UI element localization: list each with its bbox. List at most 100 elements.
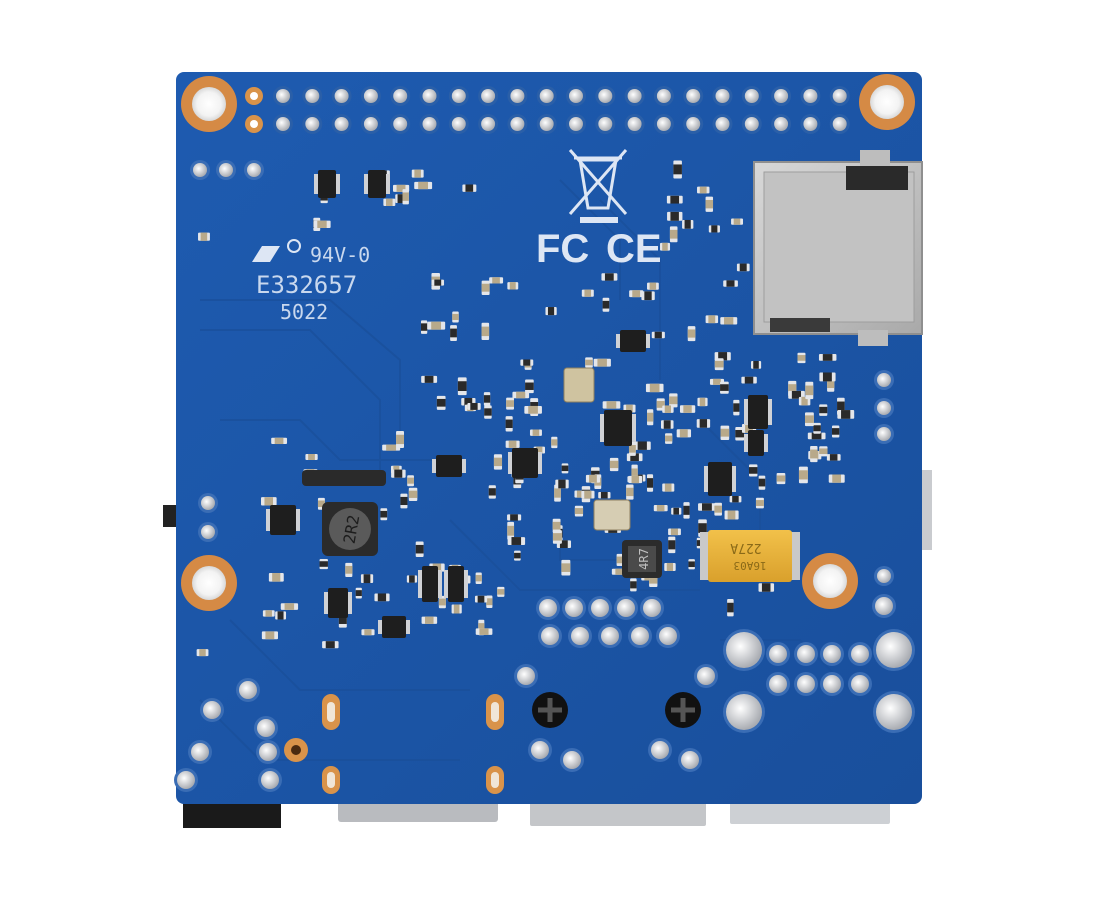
solder-joint — [876, 694, 912, 730]
smd-capacitor — [827, 379, 835, 389]
smd-capacitor — [265, 631, 275, 640]
smd-resistor — [630, 581, 637, 589]
smd-resistor — [397, 194, 404, 204]
smd-capacitor — [699, 186, 707, 194]
inductor-2r2-label: 2R2 — [340, 513, 364, 545]
gpio-pin — [334, 117, 349, 131]
smd-resistor — [483, 395, 491, 403]
smd-resistor — [470, 402, 478, 410]
smd-resistor — [819, 406, 828, 414]
smd-resistor — [654, 331, 662, 339]
smd-resistor — [547, 307, 555, 316]
gpio-pin — [276, 117, 290, 131]
capacitor-code-label: 227A — [730, 540, 761, 555]
smd-resistor — [699, 419, 708, 428]
smd-capacitor — [788, 384, 797, 393]
smd-capacitor — [714, 360, 724, 368]
smd-capacitor — [554, 488, 561, 498]
smd-resistor — [735, 430, 745, 438]
smd-capacitor — [385, 198, 393, 206]
smd-capacitor — [805, 385, 814, 396]
smd-capacitor — [364, 629, 372, 636]
smd-resistor — [727, 602, 734, 613]
smd-resistor — [718, 352, 728, 361]
ic-chip — [748, 430, 764, 456]
gpio-pin — [422, 117, 437, 131]
smd-resistor — [670, 195, 680, 204]
smd-capacitor — [431, 321, 442, 330]
gpio-pin — [832, 117, 847, 131]
smd-capacitor — [585, 359, 593, 366]
smd-capacitor — [284, 603, 295, 610]
smd-capacitor — [497, 589, 505, 595]
smd-capacitor — [724, 317, 734, 325]
smd-capacitor — [552, 533, 562, 541]
smd-resistor — [841, 410, 851, 419]
smd-capacitor — [414, 169, 421, 178]
smd-resistor — [525, 382, 534, 390]
solder-joint — [571, 627, 589, 645]
smd-resistor — [696, 540, 703, 546]
gpio-pin — [276, 89, 290, 103]
smd-capacitor — [481, 283, 490, 292]
smd-capacitor — [452, 313, 459, 320]
ic-chip — [604, 410, 632, 446]
solder-joint — [823, 675, 841, 693]
gpio-pin — [422, 89, 437, 103]
smd-capacitor — [509, 282, 516, 290]
solder-joint — [257, 719, 275, 737]
gpio-pin — [481, 117, 496, 131]
capacitor-sub-label: 16A03 — [733, 559, 766, 572]
smd-capacitor — [345, 565, 353, 574]
smd-resistor — [415, 544, 424, 554]
smd-resistor — [436, 398, 446, 407]
gpio-pin — [539, 117, 554, 131]
smd-capacitor — [478, 623, 485, 632]
smd-capacitor — [584, 289, 592, 297]
smd-capacitor — [424, 616, 434, 624]
smd-capacitor — [626, 404, 633, 413]
solder-joint — [203, 701, 221, 719]
smd-capacitor — [402, 192, 409, 201]
smd-capacitor — [804, 415, 814, 423]
smd-capacitor — [713, 378, 721, 385]
gpio-pin — [305, 89, 320, 103]
smd-resistor — [377, 593, 387, 602]
solder-joint — [177, 771, 195, 789]
smd-resistor — [646, 478, 654, 488]
smd-capacitor — [832, 474, 842, 483]
smd-capacitor — [508, 440, 517, 448]
smd-capacitor — [407, 477, 414, 484]
smd-capacitor — [506, 400, 514, 407]
smd-resistor — [668, 540, 676, 550]
smd-resistor — [484, 408, 492, 416]
smd-resistor — [739, 263, 747, 272]
smd-resistor — [701, 503, 712, 511]
smd-capacitor — [819, 448, 828, 455]
smd-capacitor — [200, 232, 208, 241]
smd-resistor — [488, 488, 496, 496]
smd-resistor — [837, 401, 845, 412]
solder-joint — [797, 675, 815, 693]
smd-resistor — [761, 583, 771, 592]
solder-joint — [539, 599, 557, 617]
fuse — [302, 470, 386, 486]
smd-resistor — [663, 420, 671, 429]
smd-resistor — [673, 507, 679, 515]
smd-capacitor — [589, 474, 597, 483]
smd-resistor — [831, 428, 840, 435]
solder-joint — [769, 645, 787, 663]
smd-capacitor — [606, 401, 617, 409]
smd-capacitor — [475, 575, 482, 582]
solder-joint — [876, 632, 912, 668]
gpio-pin — [744, 89, 759, 103]
smd-capacitor — [274, 437, 284, 445]
smd-capacitor — [386, 444, 397, 451]
smd-resistor — [420, 323, 428, 331]
smd-capacitor — [662, 242, 668, 251]
gpio-pin — [832, 89, 847, 103]
solder-joint — [659, 627, 677, 645]
solder-joint — [531, 741, 549, 759]
smd-capacitor — [720, 428, 730, 437]
smd-resistor — [409, 575, 415, 583]
